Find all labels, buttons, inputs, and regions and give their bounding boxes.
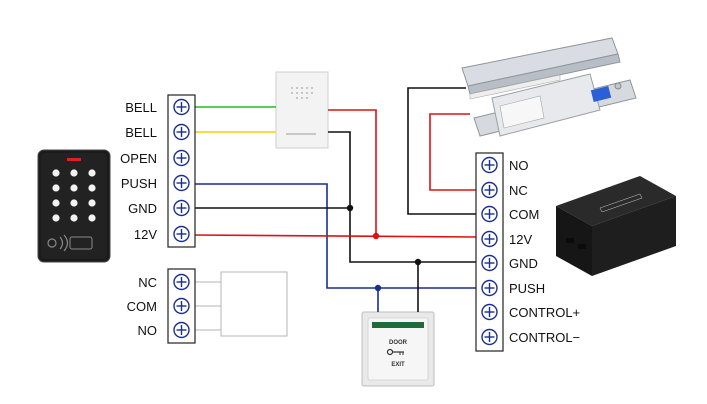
left-label-bell-2: BELL (125, 125, 157, 140)
exit-button-label-exit: EXIT (391, 362, 405, 368)
wires (194, 87, 477, 331)
door-bell-device (275, 71, 329, 149)
wire-bell-red (328, 109, 377, 237)
relay-label-nc: NC (138, 275, 157, 290)
psu-terminal-screw-icon (481, 279, 498, 297)
relay-terminal-screw-icon (173, 297, 190, 315)
left-terminal-screw-icon (173, 174, 190, 192)
left-label-open: OPEN (120, 151, 157, 166)
wire-gnd-black (195, 207, 476, 263)
keypad-led (67, 158, 81, 161)
left-terminal-screw-icon (173, 225, 190, 243)
psu-label-control-plus: CONTROL+ (509, 305, 580, 320)
left-terminal-screw-icon (173, 98, 190, 116)
key-icon (386, 348, 404, 356)
psu-terminal-screw-icon (481, 328, 498, 346)
psu-label-no: NO (509, 158, 529, 173)
psu-label-control-minus: CONTROL− (509, 330, 580, 345)
left-label-bell-1: BELL (125, 100, 157, 115)
relay-terminal-screw-icon (173, 273, 190, 291)
relay-label-no: NO (138, 323, 158, 338)
psu-terminal-screw-icon (481, 156, 498, 174)
magnetic-lock-device (461, 37, 621, 100)
wire-lock-red (429, 113, 476, 191)
bell-speaker-grille (291, 87, 313, 99)
psu-label-push: PUSH (509, 281, 545, 296)
power-supply-device (556, 176, 676, 276)
left-terminal-screw-icon (173, 199, 190, 217)
left-label-push: PUSH (121, 176, 157, 191)
wire-12v-red (194, 234, 477, 238)
psu-terminal-screw-icon (481, 230, 498, 248)
psu-label-com: COM (509, 207, 539, 222)
psu-label-12v: 12V (509, 232, 532, 247)
psu-terminal-screw-icon (481, 254, 498, 272)
left-terminal-screw-icon (173, 123, 190, 141)
keypad-device (37, 149, 111, 263)
left-terminal-screws (173, 98, 190, 243)
rfid-icon (47, 234, 69, 252)
left-label-12v: 12V (134, 227, 157, 242)
wire-bell-black (328, 131, 351, 208)
exit-button-device: DOOR EXIT (361, 311, 435, 387)
junction-dots (346, 204, 422, 292)
left-label-gnd: GND (128, 201, 157, 216)
psu-label-nc: NC (509, 183, 528, 198)
psu-terminal-screw-icon (481, 205, 498, 223)
relay-box (220, 271, 288, 337)
exit-button-label-door: DOOR (389, 340, 408, 346)
wire-lock-black (407, 87, 476, 215)
bolt-lock-device (473, 73, 637, 137)
card-icon (69, 236, 93, 250)
psu-terminal-screw-icon (481, 181, 498, 199)
relay-terminal-screw-icon (173, 321, 190, 339)
keypad-keys (52, 169, 96, 222)
left-terminal-screw-icon (173, 149, 190, 167)
psu-terminal-screw-icon (481, 303, 498, 321)
psu-label-gnd: GND (509, 256, 538, 271)
left-terminal-block (167, 94, 196, 248)
psu-terminal-screws (481, 156, 498, 346)
relay-label-com: COM (127, 299, 157, 314)
relay-terminal-screws (173, 273, 190, 339)
